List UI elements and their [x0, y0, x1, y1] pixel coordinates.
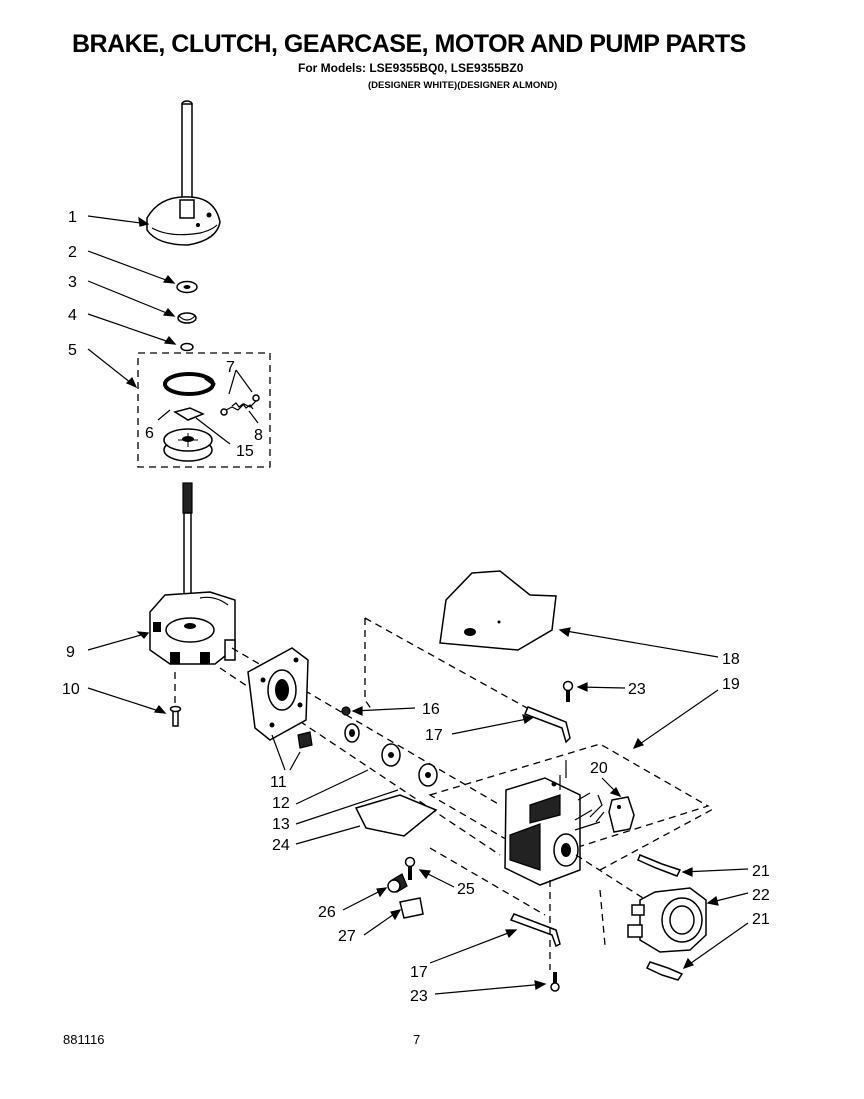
callout-3: 3 — [68, 274, 77, 291]
part-17-clip-bottom — [509, 913, 561, 948]
part-26-bumper — [387, 873, 408, 893]
coupling-parts — [344, 723, 438, 787]
motor-mount-lower-dash — [429, 807, 716, 916]
part-9-gearcase — [149, 591, 236, 665]
callout-25: 25 — [457, 881, 475, 898]
part-11-pump-mounting-plate — [247, 647, 309, 741]
part-12-bushing — [297, 731, 313, 749]
callout-10: 10 — [62, 681, 80, 698]
callout-17-bottom: 17 — [410, 964, 428, 981]
part-25-screw — [404, 856, 416, 880]
callout-20: 20 — [590, 760, 608, 777]
document-number: 881116 — [63, 1032, 105, 1047]
part-2-washer — [176, 280, 198, 294]
part-6-brake-lining — [173, 407, 205, 421]
callout-27: 27 — [338, 928, 356, 945]
callout-26: 26 — [318, 904, 336, 921]
callout-23-bottom: 23 — [410, 988, 428, 1005]
part-4-retaining-ring — [180, 342, 194, 352]
callout-8: 8 — [254, 427, 263, 444]
callout-24: 24 — [272, 837, 290, 854]
callout-22: 22 — [752, 887, 770, 904]
callout-18: 18 — [722, 651, 740, 668]
callout-21-top: 21 — [752, 863, 770, 880]
part-5-brake-assembly-outline — [137, 352, 271, 468]
callout-4: 4 — [68, 307, 77, 324]
callout-11: 11 — [270, 774, 287, 791]
model-variants: (DESIGNER WHITE)(DESIGNER ALMOND) — [368, 80, 558, 91]
part-8-spring — [231, 402, 254, 410]
callout-23-top: 23 — [628, 681, 646, 698]
callout-1: 1 — [68, 209, 77, 226]
part-1-brake-cam — [146, 196, 221, 246]
part-24-motor-shield — [354, 794, 438, 837]
callout-2: 2 — [68, 244, 77, 261]
part-10-screw — [169, 705, 182, 727]
part-22-pump — [627, 887, 707, 953]
motor-bracket-alignment-lines — [364, 617, 546, 719]
callout-16: 16 — [422, 701, 440, 718]
part-21-clamp-top — [637, 854, 682, 877]
callout-9: 9 — [66, 644, 75, 661]
part-23-screw-top — [562, 680, 574, 702]
part-7-spring — [220, 394, 260, 416]
pump-alignment-lines — [575, 854, 647, 946]
part-23-screw-bottom — [550, 972, 560, 992]
callout-21-bottom: 21 — [752, 911, 770, 928]
callout-12: 12 — [272, 795, 290, 812]
leader-lines — [87, 215, 749, 995]
part-16-nut — [341, 706, 351, 716]
callout-7: 7 — [226, 359, 235, 376]
callout-13: 13 — [272, 816, 290, 833]
part-17-clip-top — [524, 706, 571, 744]
callout-15: 15 — [236, 443, 254, 460]
part-20-capacitor-clip — [589, 794, 635, 833]
part-15-brake-rotor — [163, 428, 213, 462]
callout-5: 5 — [68, 342, 77, 359]
gearcase-alignment-lines — [174, 647, 501, 856]
callout-6: 6 — [145, 425, 154, 442]
part-3-spring-washer — [177, 312, 197, 324]
callout-17-top: 17 — [425, 727, 443, 744]
part-19-motor-mount-outline — [428, 743, 710, 860]
motor — [504, 760, 601, 886]
page-number: 7 — [413, 1032, 421, 1047]
part-18-insulation-pad — [439, 570, 557, 651]
model-numbers: For Models: LSE9355BQ0, LSE9355BZ0 — [298, 61, 524, 75]
part-21-clamp-bottom — [645, 961, 684, 981]
callout-19: 19 — [722, 676, 740, 693]
part-27-clip — [399, 897, 424, 919]
page-title: BRAKE, CLUTCH, GEARCASE, MOTOR AND PUMP … — [72, 30, 746, 58]
part-5-brake-band — [163, 372, 216, 396]
